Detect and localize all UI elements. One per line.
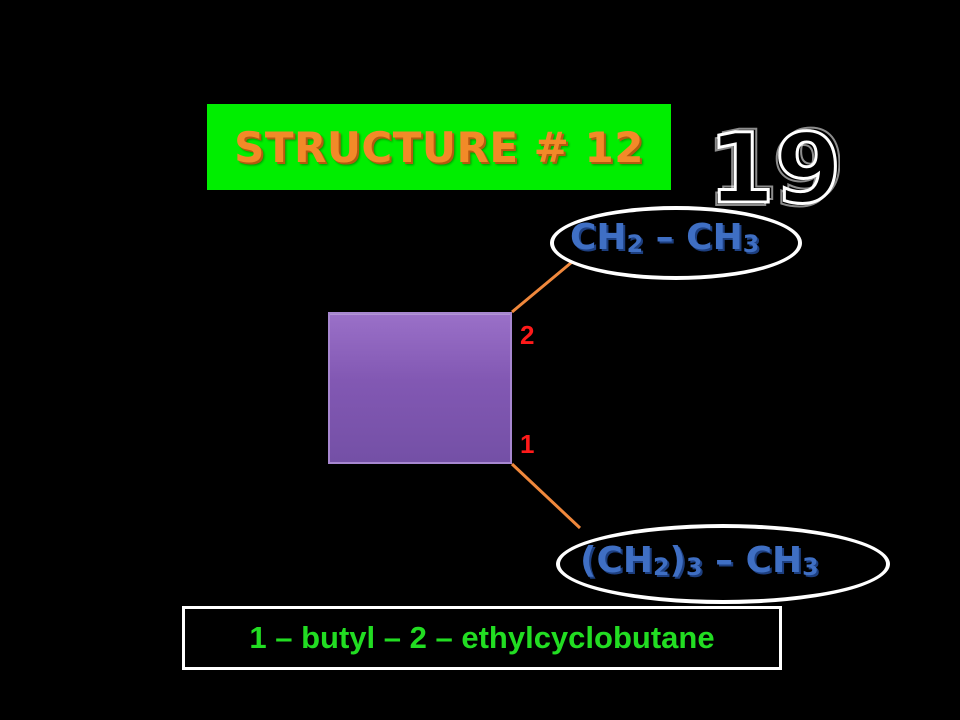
butyl-group: (CH 2 ) 3 – CH 3: [580, 543, 819, 579]
timer-ghost-2: 19: [705, 116, 839, 220]
ethyl-part-ch: CH: [570, 217, 627, 258]
countdown-timer: 19 19 19: [700, 110, 840, 220]
ethyl-part-dash-ch: – CH: [643, 217, 743, 258]
cyclobutane-ring: [328, 312, 512, 464]
timer-ghost-1: 19: [712, 110, 840, 220]
carbon-number-2: 2: [520, 320, 535, 350]
ethyl-subscript-2: 2: [626, 229, 644, 258]
structure-title: STRUCTURE # 12: [234, 122, 644, 172]
ethyl-oval: [550, 206, 802, 280]
timer-digits: 19 19 19: [704, 110, 840, 220]
ethyl-subscript-3: 3: [742, 229, 760, 258]
butyl-part-close-paren: ): [669, 540, 686, 581]
timer-value: 19: [708, 113, 840, 220]
title-banner: STRUCTURE # 12: [207, 104, 671, 190]
bond-bottom: [510, 462, 582, 530]
butyl-oval: [556, 524, 890, 604]
butyl-part-dash-ch: – CH: [702, 540, 803, 581]
ethyl-group: CH 2 – CH 3: [570, 220, 759, 256]
butyl-subscript-3a: 3: [686, 552, 703, 581]
butyl-subscript-2: 2: [653, 552, 670, 581]
butyl-subscript-3b: 3: [802, 552, 819, 581]
butyl-part-open-ch: (CH: [580, 540, 654, 581]
bond-top: [511, 260, 573, 314]
compound-name: 1 – butyl – 2 – ethylcyclobutane: [249, 620, 715, 655]
carbon-number-1: 1: [520, 429, 535, 459]
compound-name-box: 1 – butyl – 2 – ethylcyclobutane: [182, 606, 782, 670]
